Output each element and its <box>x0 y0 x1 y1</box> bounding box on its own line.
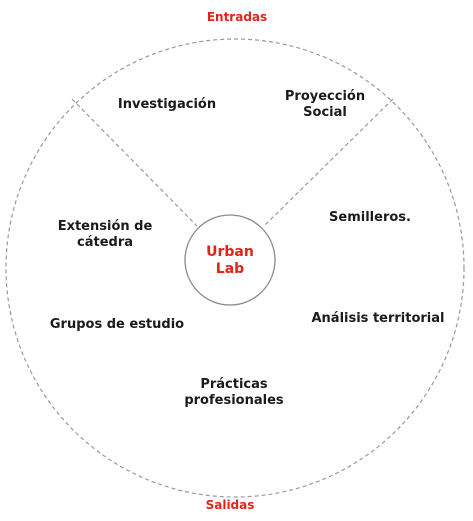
divider-line-left <box>71 98 198 227</box>
salidas-text: Salidas <box>205 498 255 512</box>
node-proyeccion-social: Proyección Social <box>265 89 385 121</box>
node-investigacion-line1: Investigación <box>117 97 217 112</box>
node-proyeccion-social-line2: Social <box>303 105 347 120</box>
node-proyeccion-social-line1: Proyección <box>284 89 366 104</box>
salidas-label: Salidas <box>180 497 280 513</box>
node-practicas-profesionales-line2: profesionales <box>184 393 284 408</box>
divider-line-right <box>263 98 394 227</box>
node-extension-catedra-line1: Extensión de <box>57 219 153 234</box>
node-practicas-profesionales-line1: Prácticas <box>200 377 268 392</box>
center-circle <box>184 214 276 306</box>
node-grupos-estudio-line1: Grupos de estudio <box>49 317 185 332</box>
entradas-text: Entradas <box>206 10 268 24</box>
outer-dashed-circle <box>5 38 465 498</box>
center-line1: Urban <box>206 244 254 260</box>
node-analisis-territorial: Análisis territorial <box>298 311 458 327</box>
center-urban-lab: Urban Lab <box>190 244 270 278</box>
center-line2: Lab <box>215 261 245 277</box>
node-investigacion: Investigación <box>107 97 227 113</box>
node-extension-catedra-line2: cátedra <box>77 235 133 250</box>
node-practicas-profesionales: Prácticas profesionales <box>174 377 294 409</box>
node-extension-catedra: Extensión de cátedra <box>40 219 170 251</box>
entradas-label: Entradas <box>187 9 287 25</box>
node-grupos-estudio: Grupos de estudio <box>42 317 192 333</box>
node-semilleros-line1: Semilleros. <box>329 210 411 225</box>
node-semilleros: Semilleros. <box>320 210 420 226</box>
node-analisis-territorial-line1: Análisis territorial <box>311 311 445 326</box>
